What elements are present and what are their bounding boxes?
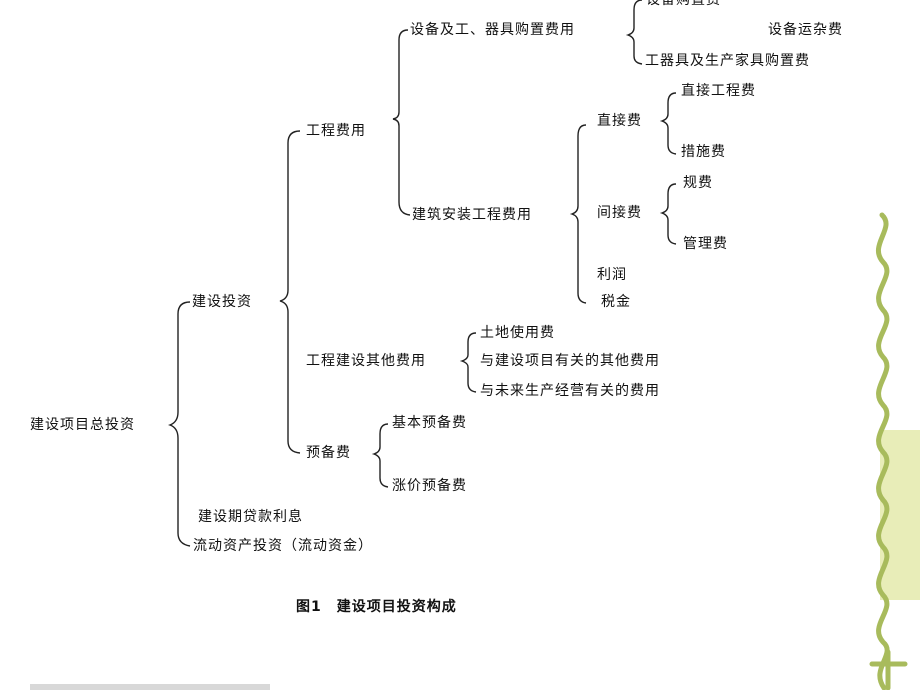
node-basic-reserve: 基本预备费	[392, 415, 467, 431]
faint-text-line	[30, 684, 270, 690]
node-future-production: 与未来生产经营有关的费用	[480, 383, 660, 399]
node-fees: 规费	[683, 175, 713, 191]
bracket-root	[168, 301, 191, 547]
bracket-construction-investment	[279, 130, 301, 454]
node-engineering-cost: 工程费用	[306, 123, 366, 139]
node-indirect-cost: 间接费	[597, 205, 642, 221]
vine-tendril	[869, 649, 908, 690]
bracket-indirect-cost	[659, 183, 677, 245]
node-equipment-freight: 设备运杂费	[768, 22, 843, 38]
node-equipment-purchase: 设备及工、器具购置费用	[410, 22, 575, 38]
node-construction-investment: 建设投资	[192, 294, 252, 310]
bracket-direct-cost	[659, 92, 677, 155]
node-direct-cost: 直接费	[597, 113, 642, 129]
bracket-other-cost	[459, 332, 477, 393]
node-profit: 利润	[597, 267, 627, 283]
node-measures: 措施费	[681, 144, 726, 160]
node-project-related: 与建设项目有关的其他费用	[480, 353, 660, 369]
node-other-cost: 工程建设其他费用	[306, 353, 426, 369]
bracket-engineering-cost	[392, 29, 411, 216]
node-tools-purchase: 工器具及生产家具购置费	[645, 53, 810, 69]
vine-leaf-highlight	[880, 430, 920, 600]
node-direct-engineering: 直接工程费	[681, 83, 756, 99]
node-reserve: 预备费	[306, 445, 351, 461]
node-equipment-price: 设备购置费	[646, 0, 721, 8]
node-tax: 税金	[601, 294, 631, 310]
node-loan-interest: 建设期贷款利息	[198, 509, 303, 525]
node-management: 管理费	[683, 236, 728, 252]
node-land-use: 土地使用费	[480, 325, 555, 341]
node-building-install: 建筑安装工程费用	[412, 207, 532, 223]
figure-caption: 图1 建设项目投资构成	[296, 599, 457, 615]
vine-stem	[875, 212, 890, 690]
node-root: 建设项目总投资	[30, 417, 135, 433]
bracket-equipment-purchase	[625, 0, 643, 65]
node-price-reserve: 涨价预备费	[392, 478, 467, 494]
bracket-building-install	[569, 124, 587, 304]
node-working-capital: 流动资产投资（流动资金）	[193, 538, 373, 554]
bracket-reserve	[371, 423, 389, 488]
